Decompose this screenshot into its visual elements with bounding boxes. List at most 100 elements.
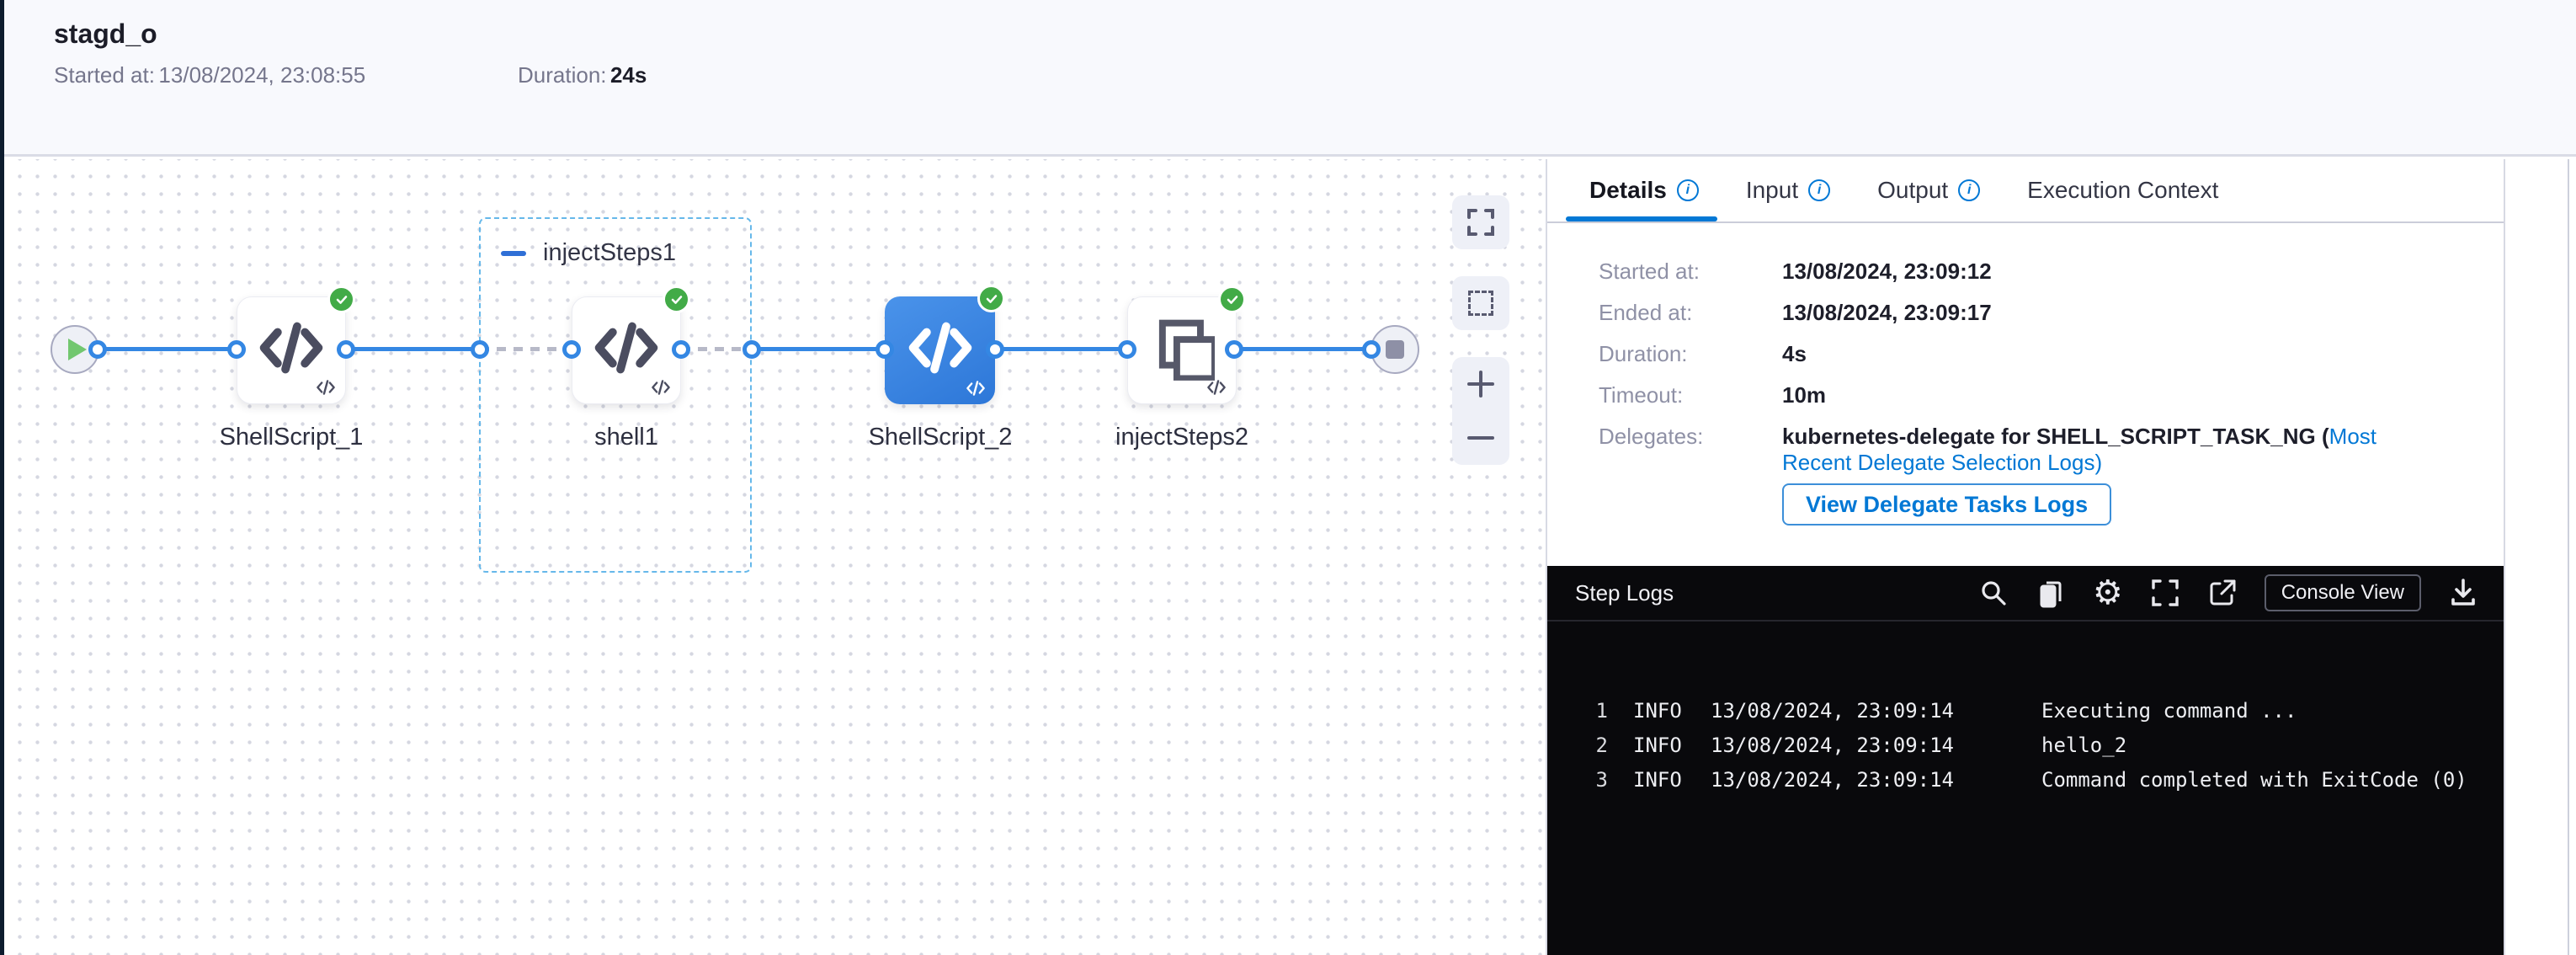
edge-shellscript2-to-injectsteps2: [995, 347, 1127, 351]
success-check-icon: [663, 285, 690, 313]
stop-icon: [1386, 340, 1404, 359]
console-view-button[interactable]: Console View: [2264, 574, 2421, 611]
log-message: Command completed with ExitCode (0): [2041, 768, 2467, 792]
zoom-controls: [1452, 357, 1509, 465]
node-label: injectSteps2: [1115, 424, 1248, 451]
log-line: 3 INFO 13/08/2024, 23:09:14 Command comp…: [1547, 768, 2504, 793]
log-message: Executing command ...: [2041, 699, 2297, 723]
success-check-icon: [977, 285, 1005, 312]
tab-details[interactable]: Details i: [1589, 177, 1699, 204]
code-step-icon: [590, 317, 663, 379]
detail-label: Started at:: [1599, 259, 1700, 284]
duration-value: 24s: [609, 62, 647, 88]
info-icon[interactable]: i: [1676, 179, 1699, 201]
panel-divider: [1546, 159, 1547, 955]
edge-group-to-shell1: [480, 347, 572, 351]
detail-value: 10m: [1782, 382, 1827, 408]
node-label: ShellScript_2: [868, 424, 1013, 451]
info-icon[interactable]: i: [1808, 179, 1831, 201]
pipeline-canvas[interactable]: injectSteps1: [4, 159, 1546, 955]
log-message: hello_2: [2041, 734, 2127, 757]
logs-header: Step Logs ⚙ Console View: [1547, 566, 2504, 622]
edge-shell1-to-groupexit: [681, 347, 752, 351]
collapsed-sidebar-edge: [0, 0, 4, 955]
tab-output[interactable]: Output i: [1877, 177, 1981, 204]
pipeline-start-node: [51, 325, 99, 374]
scrollbar-gutter-line: [2568, 159, 2569, 955]
port-group-out: [742, 340, 761, 359]
code-step-icon: [255, 317, 327, 379]
tab-label: Details: [1589, 177, 1667, 203]
log-level: INFO: [1633, 734, 1682, 757]
play-icon: [68, 339, 87, 360]
open-in-new-tab-icon[interactable]: [2207, 578, 2238, 608]
log-line: 2 INFO 13/08/2024, 23:09:14 hello_2: [1547, 734, 2504, 759]
step-node-shell1[interactable]: [572, 285, 690, 404]
node-label: ShellScript_1: [219, 424, 364, 451]
port-shellscript1-in: [227, 340, 246, 359]
edge-injectsteps2-to-end: [1234, 347, 1371, 351]
fullscreen-icon: [1467, 209, 1494, 236]
step-node-injectsteps2[interactable]: [1127, 285, 1246, 404]
search-icon[interactable]: [1978, 578, 2009, 608]
shell-script-type-icon: [315, 378, 337, 397]
port-shell1-out: [672, 340, 690, 359]
port-shellscript2-out: [986, 340, 1004, 359]
log-timestamp: 13/08/2024, 23:09:14: [1711, 734, 1954, 757]
port-end-in: [1362, 340, 1381, 359]
port-start-out: [88, 340, 107, 359]
logs-title: Step Logs: [1575, 579, 1674, 606]
group-header: injectSteps1: [501, 239, 676, 267]
collapse-group-button[interactable]: [501, 250, 526, 256]
logs-toolbar: ⚙ Console View: [1978, 574, 2478, 611]
detail-label: Timeout:: [1599, 382, 1684, 408]
shell-script-type-icon: [650, 378, 672, 397]
delegates-value: kubernetes-delegate for SHELL_SCRIPT_TAS…: [1782, 424, 2405, 476]
detail-label: Duration:: [1599, 341, 1688, 366]
copy-logs-icon[interactable]: [2036, 576, 2066, 610]
port-shell1-in: [562, 340, 581, 359]
zoom-out-button[interactable]: [1466, 423, 1496, 453]
detail-value: 13/08/2024, 23:09:17: [1782, 300, 1992, 325]
step-group-copy-icon: [1149, 315, 1215, 381]
link-suffix: ): [2094, 450, 2103, 475]
zoom-in-button[interactable]: [1466, 369, 1496, 399]
expand-logs-icon[interactable]: [2150, 578, 2180, 608]
fit-to-screen-button[interactable]: [1452, 195, 1509, 249]
duration-label: Duration:: [518, 62, 607, 88]
download-logs-icon[interactable]: [2448, 577, 2478, 609]
marquee-icon: [1468, 291, 1493, 316]
detail-label: Delegates:: [1599, 424, 1704, 449]
log-line: 1 INFO 13/08/2024, 23:09:14 Executing co…: [1547, 699, 2504, 724]
log-line-number: 3: [1595, 768, 1608, 792]
details-tabs: Details i Input i Output i Execution Con…: [1547, 159, 2504, 223]
port-injectsteps2-out: [1225, 340, 1243, 359]
tab-execution-context[interactable]: Execution Context: [2027, 177, 2218, 204]
tab-input[interactable]: Input i: [1746, 177, 1831, 204]
info-icon[interactable]: i: [1958, 179, 1981, 201]
started-label: Started at:: [54, 62, 155, 88]
step-group-injectsteps1: injectSteps1: [479, 217, 752, 573]
group-label: injectSteps1: [543, 239, 676, 266]
shell-script-type-icon: [965, 379, 987, 397]
marquee-select-button[interactable]: [1452, 276, 1509, 330]
log-timestamp: 13/08/2024, 23:09:14: [1711, 699, 1954, 723]
delegate-selection-logs-link[interactable]: Most Recent Delegate Selection Logs: [1782, 424, 2376, 475]
port-shellscript2-in: [876, 340, 894, 359]
port-group-in: [471, 340, 489, 359]
port-injectsteps2-in: [1118, 340, 1136, 359]
step-node-shellscript2-selected[interactable]: [885, 285, 1005, 404]
log-line-number: 1: [1595, 699, 1608, 723]
edge-group-to-shellscript2: [752, 347, 885, 351]
log-level: INFO: [1633, 699, 1682, 723]
detail-label: Ended at:: [1599, 300, 1693, 325]
step-logs-console: Step Logs ⚙ Console View 1 INFO: [1547, 566, 2504, 955]
edge-shellscript1-to-group: [346, 347, 480, 351]
step-node-shellscript1[interactable]: [237, 285, 355, 404]
detail-value: 13/08/2024, 23:09:12: [1782, 259, 1992, 284]
node-label: shell1: [594, 424, 658, 451]
view-delegate-tasks-logs-button[interactable]: View Delegate Tasks Logs: [1782, 483, 2112, 526]
success-check-icon: [327, 285, 355, 313]
settings-gear-icon[interactable]: ⚙: [2092, 574, 2123, 612]
